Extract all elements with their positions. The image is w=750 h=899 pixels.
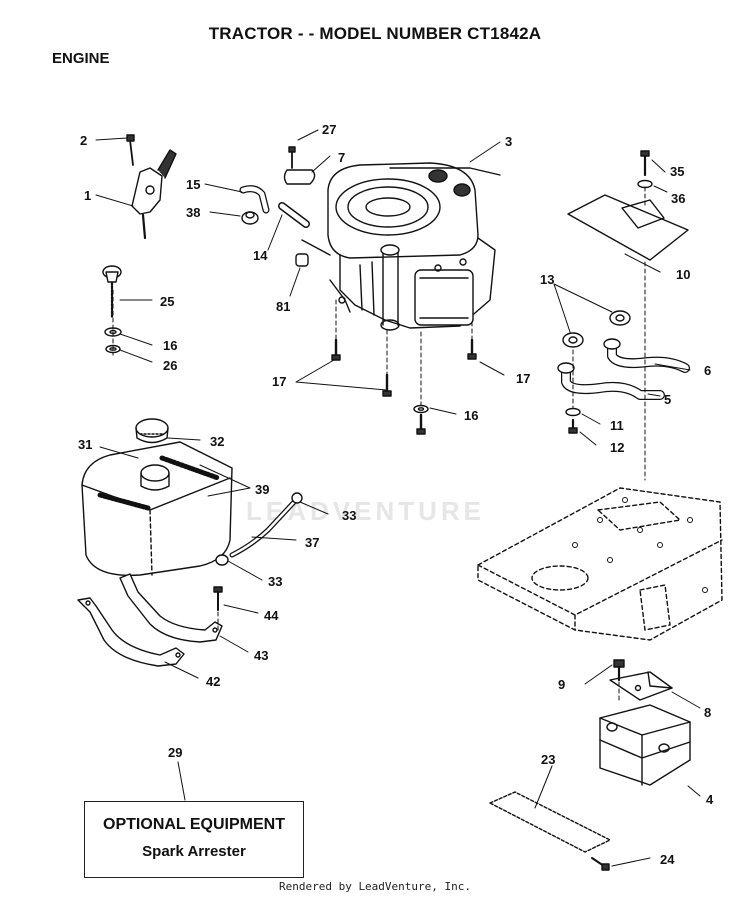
callout-24: 24 <box>660 852 675 867</box>
callout-33-upper: 33 <box>342 508 356 523</box>
exhaust-pipe-part-5[interactable] <box>557 362 665 400</box>
leader-lines <box>95 129 701 867</box>
muffler-bracket-part[interactable] <box>609 671 673 701</box>
callout-1: 1 <box>84 188 91 203</box>
fitting-part-81[interactable] <box>295 239 331 267</box>
screw-part-24[interactable] <box>591 857 610 871</box>
screw-part-44[interactable] <box>213 586 223 611</box>
callout-38: 38 <box>186 205 200 220</box>
washer-part-11[interactable] <box>565 407 581 417</box>
callout-6: 6 <box>704 363 711 378</box>
bolt-part-35[interactable] <box>640 150 650 177</box>
callout-8: 8 <box>704 705 711 720</box>
callout-11: 11 <box>610 418 624 433</box>
callout-3: 3 <box>505 134 512 149</box>
optional-equipment-title: OPTIONAL EQUIPMENT <box>103 816 285 833</box>
callout-16-left: 16 <box>163 338 177 353</box>
callout-15: 15 <box>186 177 200 192</box>
bolt-part-17[interactable] <box>331 338 477 435</box>
assembly-lines <box>112 186 646 701</box>
callout-44: 44 <box>264 608 279 623</box>
callout-9: 9 <box>558 677 565 692</box>
callout-13: 13 <box>540 272 554 287</box>
dipstick-part[interactable] <box>102 265 122 320</box>
callout-35: 35 <box>670 164 684 179</box>
callout-7: 7 <box>338 150 345 165</box>
callout-23: 23 <box>541 752 555 767</box>
callout-37: 37 <box>305 535 319 550</box>
heat-shield-part[interactable] <box>567 194 689 261</box>
callout-25: 25 <box>160 294 174 309</box>
callout-2: 2 <box>80 133 87 148</box>
fuel-cap-part[interactable] <box>135 418 169 444</box>
callout-36: 36 <box>671 191 685 206</box>
fuel-tank-part[interactable] <box>81 441 233 577</box>
nut-part-38[interactable] <box>241 211 259 225</box>
washer-part-36[interactable] <box>637 179 653 189</box>
callout-17-left: 17 <box>272 374 286 389</box>
callout-5: 5 <box>664 392 671 407</box>
callout-26: 26 <box>163 358 177 373</box>
callout-4: 4 <box>706 792 714 807</box>
optional-equipment-item[interactable]: Spark Arrester <box>142 843 246 860</box>
muffler-part[interactable] <box>599 704 691 786</box>
callout-31: 31 <box>78 437 92 452</box>
bolt-part-12[interactable] <box>568 418 578 434</box>
clamp-part[interactable] <box>283 146 316 185</box>
callout-17-right: 17 <box>516 371 530 386</box>
callout-39: 39 <box>255 482 269 497</box>
callout-32: 32 <box>210 434 224 449</box>
gasket-part-13[interactable] <box>562 310 631 348</box>
tank-support-part[interactable] <box>77 573 223 667</box>
callout-42: 42 <box>206 674 220 689</box>
callout-16-right: 16 <box>464 408 478 423</box>
spark-arrester-part[interactable] <box>489 791 611 853</box>
elbow-fitting-part[interactable] <box>239 185 270 214</box>
fuel-line-part[interactable] <box>229 497 299 558</box>
engine-mounting-frame <box>477 487 723 641</box>
optional-equipment-box: OPTIONAL EQUIPMENT Spark Arrester <box>84 801 304 878</box>
callout-27: 27 <box>322 122 336 137</box>
throttle-control-part[interactable] <box>126 134 177 240</box>
callout-43: 43 <box>254 648 268 663</box>
callout-33-lower: 33 <box>268 574 282 589</box>
footer-credit: Rendered by LeadVenture, Inc. <box>278 880 472 893</box>
diagram-title: TRACTOR - - MODEL NUMBER CT1842A <box>208 24 542 43</box>
breather-tube-part[interactable] <box>278 202 310 228</box>
bolt-part-9[interactable] <box>613 659 625 682</box>
callout-81: 81 <box>276 299 290 314</box>
section-title: ENGINE <box>52 50 110 67</box>
callout-10: 10 <box>676 267 690 282</box>
washer-part-16-right[interactable] <box>413 404 429 414</box>
callout-12: 12 <box>610 440 624 455</box>
engine-part[interactable] <box>327 162 501 331</box>
exhaust-pipe-part-6[interactable] <box>603 338 690 373</box>
callout-29: 29 <box>168 745 182 760</box>
hose-clamp-part-33[interactable] <box>215 492 303 566</box>
callout-14: 14 <box>253 248 268 263</box>
callout-labels: 1 2 3 4 5 6 7 8 9 10 11 12 13 14 15 16 1… <box>78 122 714 867</box>
